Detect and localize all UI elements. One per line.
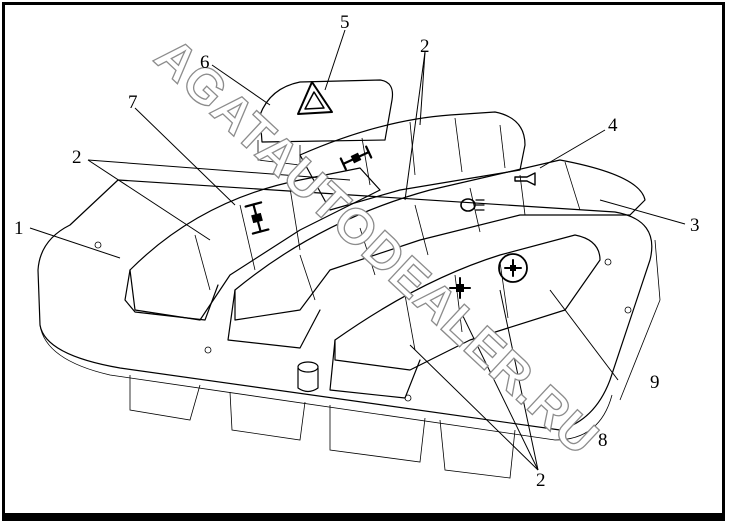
callout-8: 8 — [598, 430, 608, 451]
center-diff-lock-icon — [449, 277, 471, 299]
callout-2-left: 2 — [72, 147, 82, 168]
watermark: AGATAUTODEALER.RU — [144, 27, 609, 466]
fog-lamp-icon — [460, 198, 485, 212]
base-housing — [37, 179, 661, 479]
callout-7: 7 — [128, 92, 138, 113]
callout-2-bottom: 2 — [536, 470, 546, 491]
callout-9: 9 — [650, 372, 660, 393]
callout-4: 4 — [608, 115, 618, 136]
switch-row-left — [124, 167, 381, 321]
callout-2-top: 2 — [420, 36, 430, 57]
axle-diff-lock-icon — [339, 145, 373, 171]
callout-labels: 1 2 2 2 3 4 5 6 7 8 9 — [14, 12, 700, 491]
hazard-triangle-icon — [297, 81, 333, 115]
all-wheel-lock-icon — [498, 253, 528, 283]
callout-3: 3 — [690, 215, 700, 236]
cross-axle-lock-icon — [244, 201, 270, 235]
horn-icon — [514, 172, 536, 186]
leader-lines — [29, 29, 686, 471]
switch-row-front — [329, 234, 601, 399]
callout-1: 1 — [14, 218, 24, 239]
callout-5: 5 — [340, 12, 350, 33]
callout-6: 6 — [200, 52, 210, 73]
